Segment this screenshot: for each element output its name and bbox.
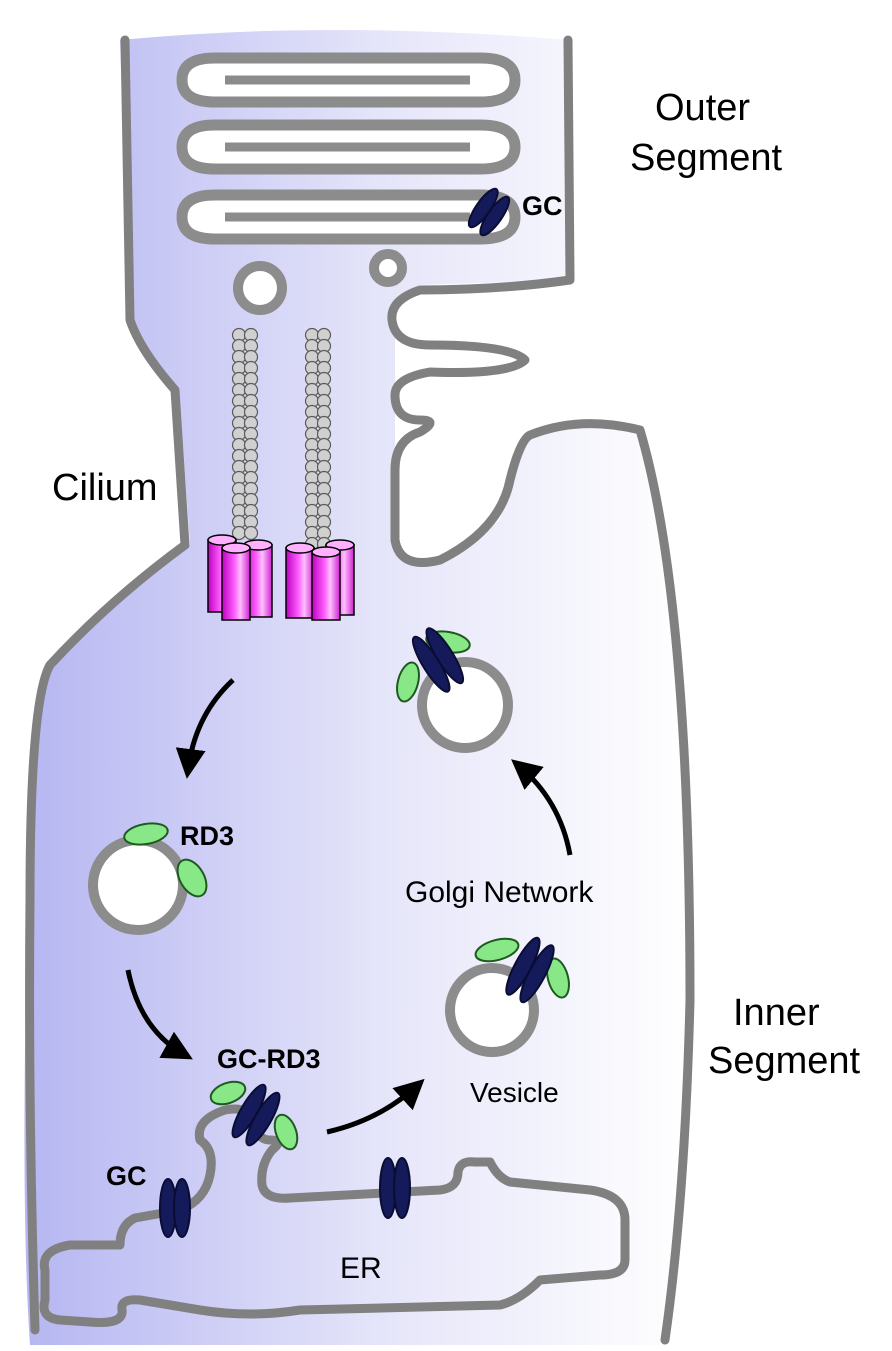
label-gc-outer: GC (522, 191, 563, 221)
label-er: ER (340, 1252, 382, 1285)
arrow-to-er (125, 969, 193, 1060)
label-rd3: RD3 (180, 821, 234, 851)
arrow-from-cilium (175, 678, 235, 779)
label-inner-segment-2: Segment (708, 1040, 861, 1082)
label-outer-segment-2: Segment (630, 137, 783, 179)
microtubule-bead (243, 525, 259, 541)
rd3-protein-side (176, 858, 208, 898)
gc-er-middle (379, 1157, 411, 1219)
gc-outer-segment (467, 187, 511, 237)
small-vesicle-right (369, 249, 407, 287)
outer-membrane-right (387, 35, 695, 1345)
disc-stack (176, 52, 521, 245)
rd3-protein-top (123, 822, 169, 846)
label-cilium: Cilium (52, 467, 158, 509)
trafficking-vesicle (396, 627, 513, 753)
label-gc-er: GC (106, 1161, 147, 1191)
centriole-left (207, 534, 273, 621)
arrow-to-golgi-exit (511, 759, 573, 856)
transport-vesicle (445, 936, 570, 1057)
small-vesicle-left (233, 261, 287, 315)
label-inner-segment-1: Inner (733, 992, 820, 1034)
microtubule-right (304, 327, 332, 552)
label-vesicle: Vesicle (470, 1077, 559, 1108)
plasma-membrane (25, 35, 190, 1335)
arrow-to-vesicle (326, 1078, 425, 1135)
gc-rd3-complex (209, 1080, 299, 1151)
label-gc-rd3: GC-RD3 (217, 1044, 321, 1074)
microtubule-left (231, 327, 259, 541)
label-golgi-network: Golgi Network (405, 876, 594, 909)
rd3-vesicle (88, 835, 188, 935)
gc-er-left (159, 1178, 191, 1238)
er-membrane (39, 1104, 630, 1327)
label-outer-segment-1: Outer (655, 87, 750, 129)
centriole-right (285, 539, 355, 621)
